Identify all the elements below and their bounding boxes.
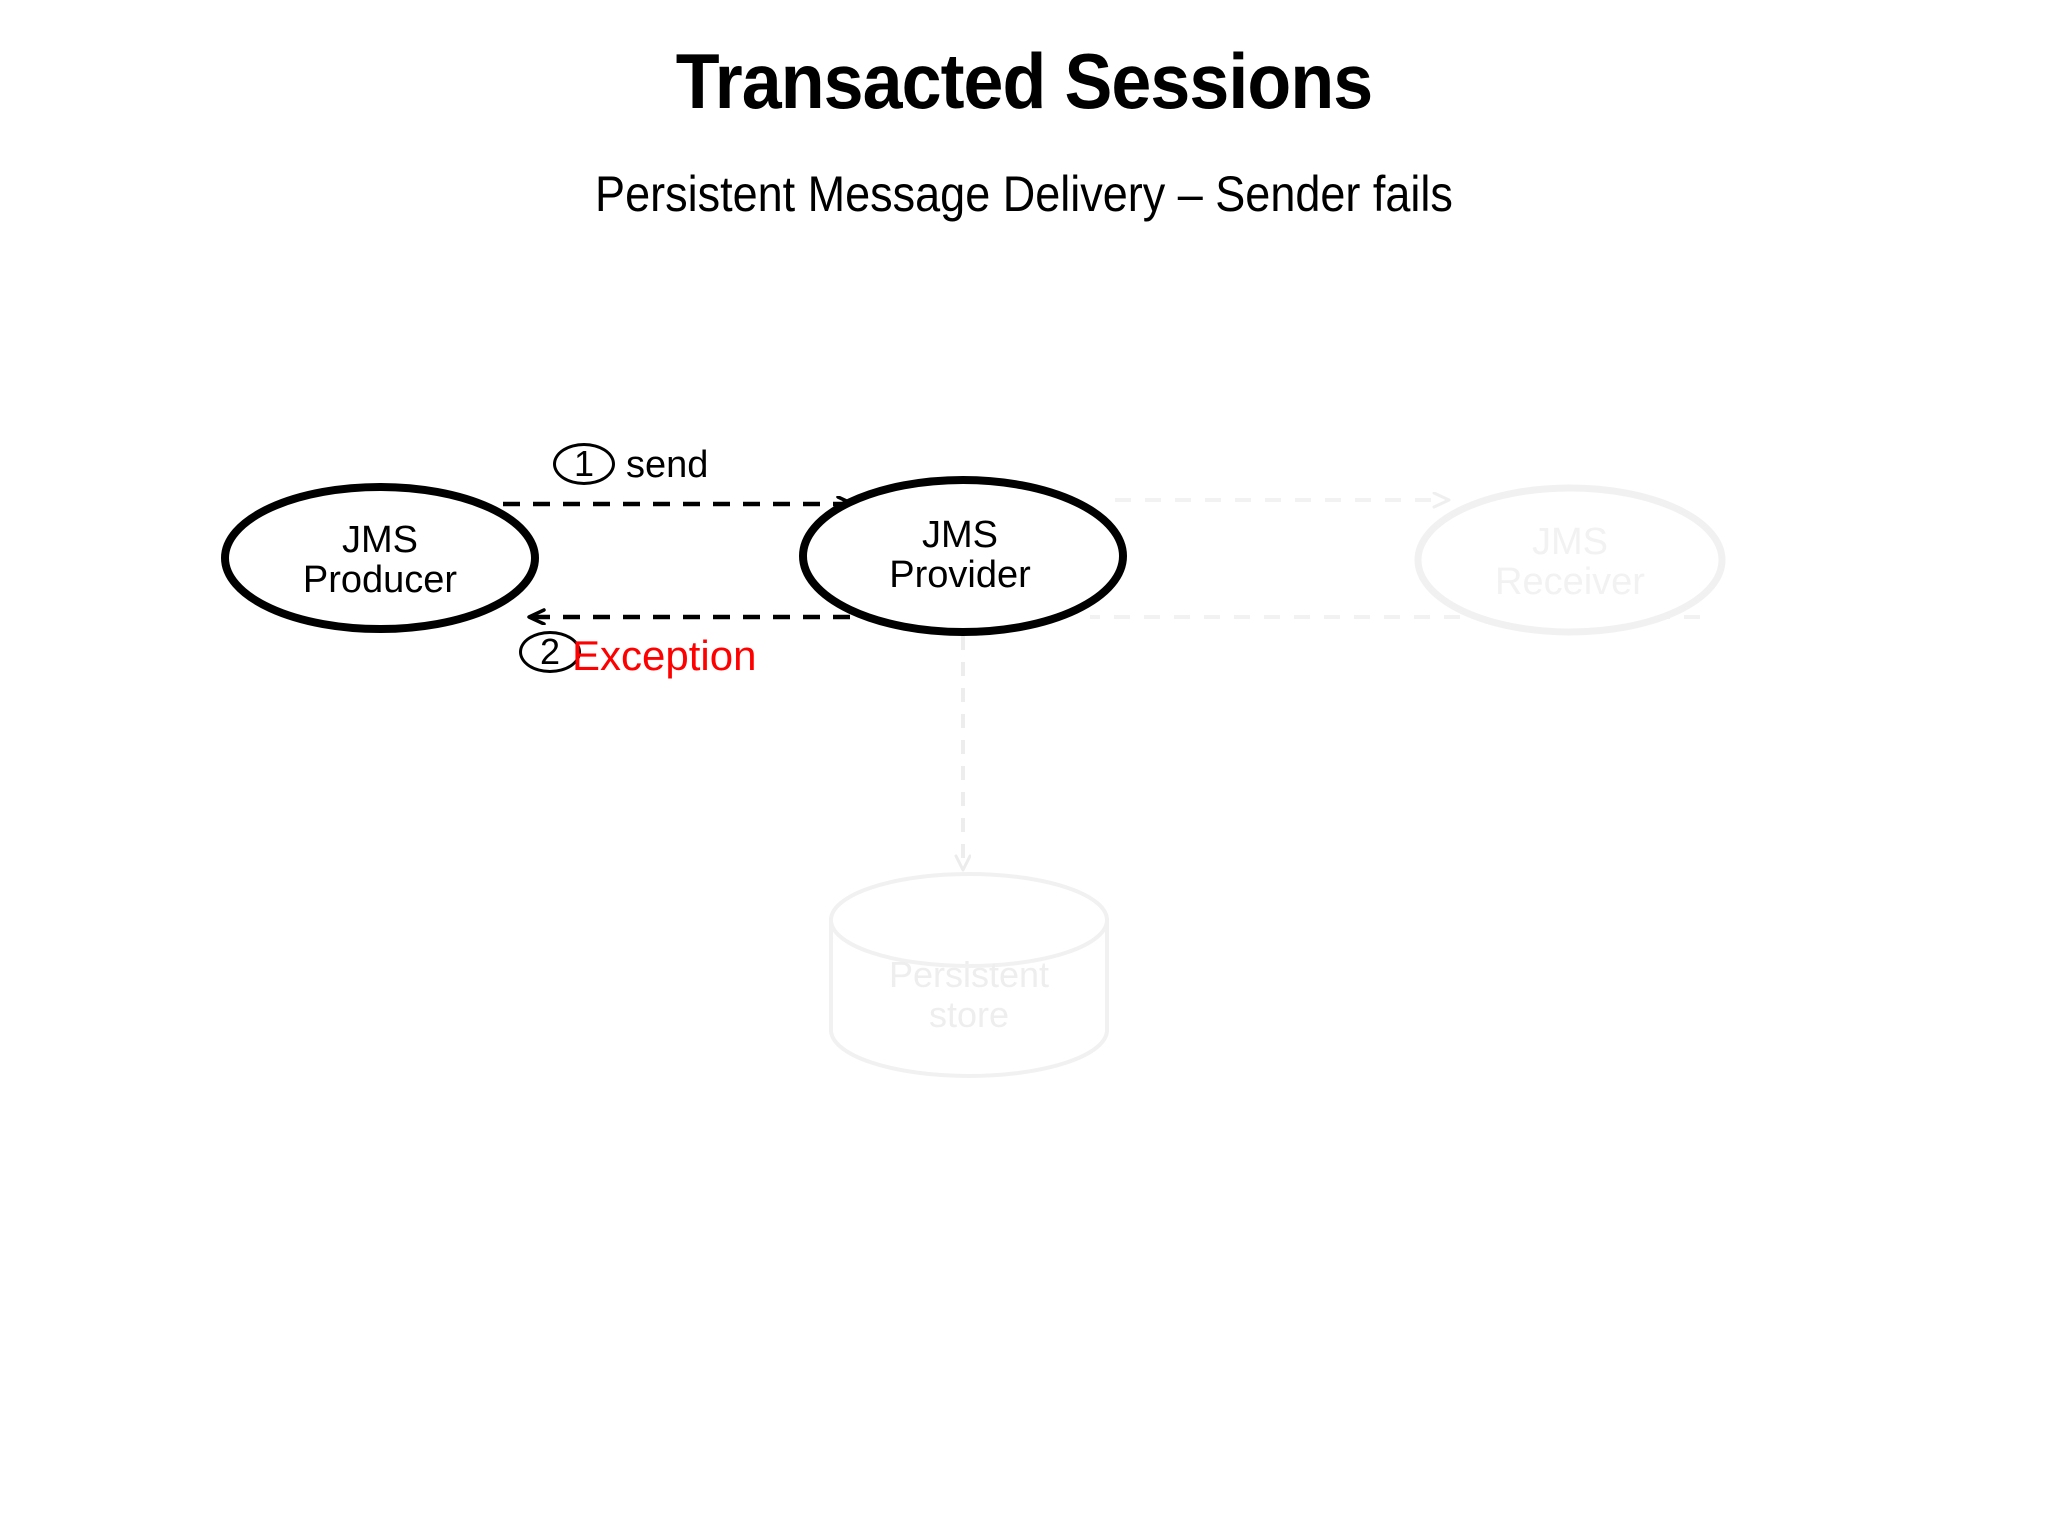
step-badge-2: 2 <box>519 631 581 673</box>
node-persistent-store <box>829 872 1109 1078</box>
node-label-persistent-store: Persistent store <box>888 954 1050 1035</box>
node-jms-provider <box>799 476 1127 636</box>
page-subtitle: Persistent Message Delivery – Sender fai… <box>595 166 1453 222</box>
node-jms-producer <box>221 483 539 633</box>
step-badge-1: 1 <box>553 443 615 485</box>
step-label-exception: Exception <box>572 632 757 679</box>
page-title: Transacted Sessions <box>675 37 1373 125</box>
node-jms-receiver <box>1414 484 1726 636</box>
step-label-send: send <box>626 444 709 486</box>
